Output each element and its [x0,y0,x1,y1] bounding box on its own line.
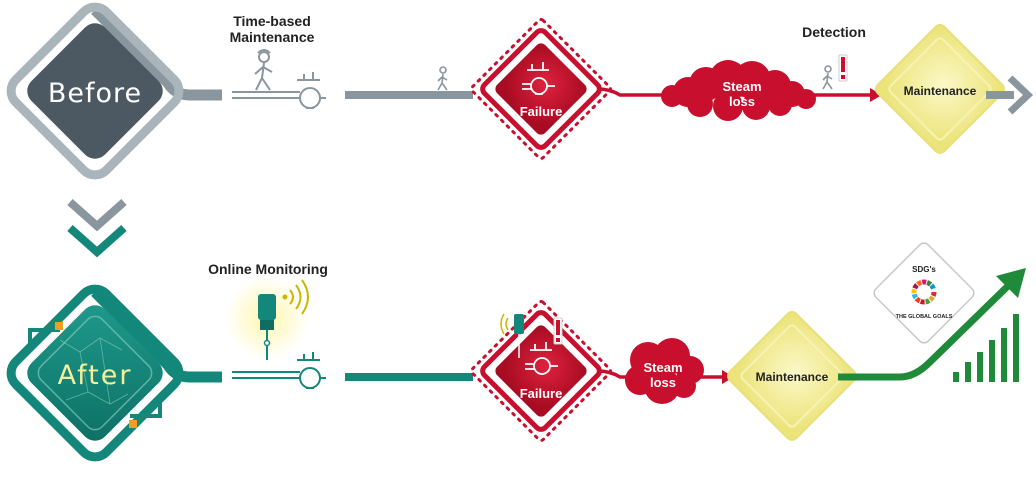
online-monitoring-label: Online Monitoring [208,261,328,277]
maintenance-node-before: Maintenance [875,24,1005,154]
steam-trap-icon [296,72,326,109]
time-based-label-line1: Time-based [233,13,311,29]
wireless-sensor-icon [500,313,524,358]
alert-icon [838,54,848,82]
wireless-sensor-icon [258,279,309,360]
walking-person-icon [254,49,273,91]
sdg-caption: THE GLOBAL GOALS [896,314,953,320]
growth-bars-icon [953,314,1019,382]
before-exit-arrow [1007,75,1034,115]
steam-loss-after-line1: Steam [643,360,682,375]
steam-loss-after-line2: loss [650,375,676,390]
maintenance-label-after: Maintenance [756,370,829,384]
sdg-title: SDG's [912,265,936,274]
corner-marker [55,322,63,330]
before-process-line [345,91,473,99]
failure-node-before: Failure [470,18,612,160]
sdg-wheel-icon [911,279,937,305]
corner-marker [129,420,137,428]
growth-arrowhead [996,268,1026,298]
pipe-line-after [232,371,300,379]
detection-label: Detection [802,24,866,40]
walking-person-icon [822,65,833,90]
failure-node-after: Failure [470,300,612,442]
growth-line [838,279,1015,381]
steam-trap-icon [522,62,555,95]
sdg-badge: SDG's THE GLOBAL GOALS [873,242,975,344]
alert-icon [553,317,563,345]
failure-label-after: Failure [520,386,563,401]
failure-label-before: Failure [520,104,563,119]
cycle-arrow-top [28,328,60,345]
before-label: Before [48,78,142,109]
steam-loss-before-line2: loss [729,94,755,109]
after-process-line [345,373,473,381]
steam-loss-before-line1: Steam [722,79,761,94]
before-failure-line [597,87,870,97]
steam-loss-cloud-before [661,60,816,121]
before-arrowhead [870,88,882,102]
maintenance-label-before: Maintenance [904,84,977,98]
before-exit-line [986,91,1014,99]
after-failure-line [597,369,725,379]
steam-trap-icon [525,342,558,375]
pipe-line-before [232,91,300,99]
maintenance-node-after: Maintenance [727,311,857,441]
after-stage: After [6,284,222,462]
steam-loss-cloud-after [625,338,704,404]
walking-person-icon [437,66,448,91]
before-stage: Before [6,2,222,180]
network-pattern [59,337,129,405]
time-based-label-line2: Maintenance [230,29,315,45]
cycle-arrow-bottom [130,401,162,418]
transition-chevrons [67,199,127,258]
after-label: After [58,360,133,391]
steam-trap-icon [296,352,326,389]
